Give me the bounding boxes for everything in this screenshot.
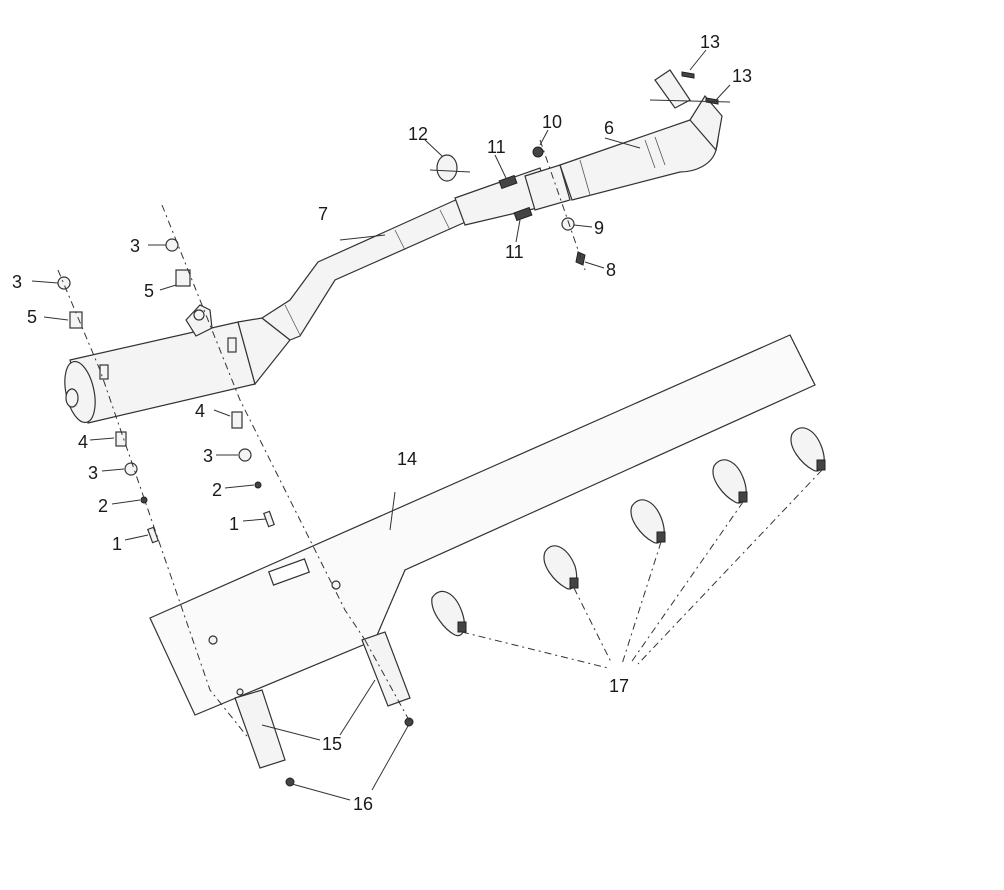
callout-6: 6	[604, 118, 614, 138]
callout-3-far-left: 3	[12, 272, 22, 292]
callout-17: 17	[609, 676, 629, 696]
heat-shield-plate	[149, 334, 816, 716]
exhaust-gasket	[429, 154, 471, 182]
callout-5-left: 5	[27, 307, 37, 327]
callout-16: 16	[353, 794, 373, 814]
shield-brackets	[234, 631, 414, 787]
callout-11-upper: 11	[487, 137, 506, 157]
header-pipe	[559, 69, 723, 201]
callout-2-left: 2	[98, 496, 108, 516]
callout-1-right: 1	[229, 514, 239, 534]
callout-8: 8	[606, 260, 616, 280]
callout-3-lower-left: 3	[88, 463, 98, 483]
clamp-hardware	[532, 139, 586, 271]
callout-10: 10	[542, 112, 562, 132]
callout-5-right: 5	[144, 281, 154, 301]
callout-2-right: 2	[212, 480, 222, 500]
heat-shield-clips	[431, 427, 826, 637]
callout-1-left: 1	[112, 534, 122, 554]
mount-hardware-left	[57, 269, 251, 741]
callout-3-upper: 3	[130, 236, 140, 256]
callout-13-lower: 13	[732, 66, 752, 86]
mid-exhaust-pipe	[260, 197, 471, 341]
callout-14: 14	[397, 449, 417, 469]
callout-3-lower-right: 3	[203, 446, 213, 466]
mount-hardware-right	[161, 204, 366, 641]
callout-leaders	[31, 49, 731, 801]
callout-9: 9	[594, 218, 604, 238]
callout-7: 7	[318, 204, 328, 224]
callout-4-left: 4	[78, 432, 88, 452]
muffler	[64, 304, 291, 424]
callout-11-lower: 11	[505, 242, 524, 262]
callout-labels: 1 1 2 2 3 3 3 3 4 4 5 5 6 7 8 9 10 11 11…	[12, 32, 752, 814]
pipe-clamp-joint	[454, 164, 571, 226]
callout-13-upper: 13	[700, 32, 720, 52]
callout-15: 15	[322, 734, 342, 754]
callout-4-right: 4	[195, 401, 205, 421]
callout-12: 12	[408, 124, 428, 144]
leader-lines-17	[461, 469, 823, 669]
flange-gaskets	[649, 71, 731, 105]
